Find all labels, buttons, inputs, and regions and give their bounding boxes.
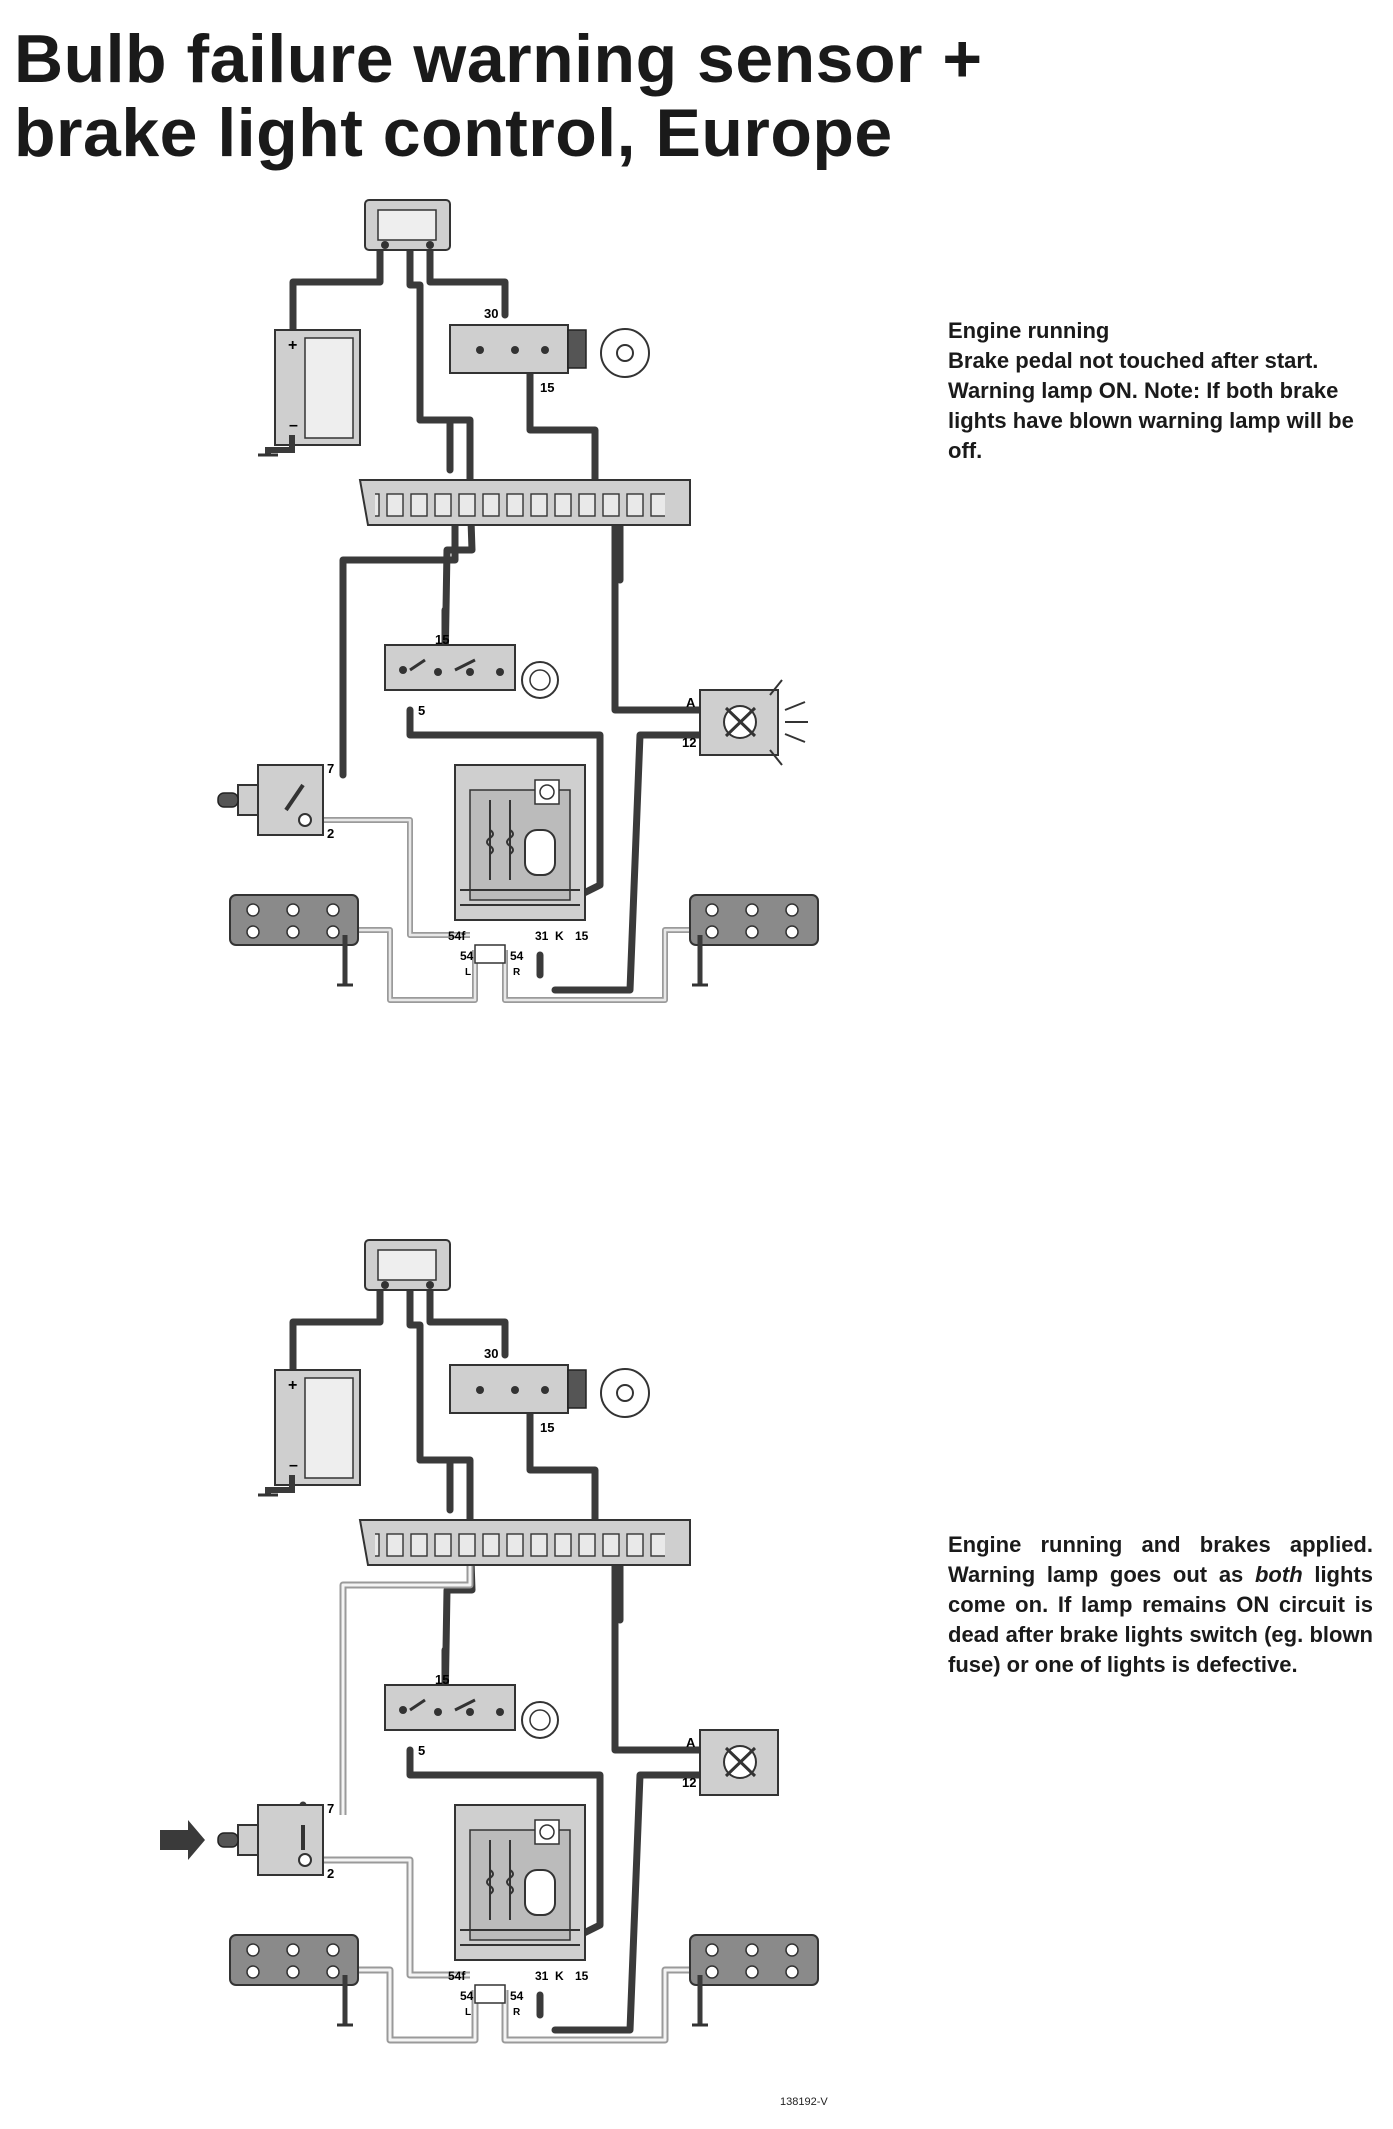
label-terminal-54f: 54f (448, 929, 466, 943)
label-side-R: R (513, 2007, 521, 2018)
label-terminal-15-sensor: 15 (575, 929, 589, 943)
wire-fusebox-link (416, 416, 454, 474)
fusebox (358, 479, 691, 526)
caption-bottom-emphasis: both (1254, 1562, 1303, 1587)
caption-top-body: Brake pedal not touched after start. War… (948, 348, 1354, 463)
brake-light-switch: 7 2 (217, 761, 334, 841)
caption-brakes-applied: Engine running and brakes applied. Warni… (948, 1530, 1373, 1680)
label-terminal-A: A (686, 695, 696, 710)
wire-main-feed (406, 246, 476, 674)
warning-lamp: A 12 (682, 679, 808, 766)
svg-text:+: + (288, 337, 297, 354)
wiring-diagram-brakes-applied: + – 30 15 15 5 A 12 (160, 1239, 819, 2044)
label-side-L: L (465, 2007, 471, 2018)
label-terminal-15-light: 15 (435, 1672, 449, 1687)
label-terminal-54f: 54f (448, 1969, 466, 1983)
light-switch: 15 5 (384, 632, 559, 718)
title-line-1: Bulb failure warning sensor + (14, 21, 983, 97)
wire-fusebox-to-lamp-A (611, 516, 704, 714)
ignition-switch: 30 15 (449, 306, 650, 395)
wire-ignition-to-switch-30 (426, 241, 509, 319)
fusebox (358, 1519, 691, 1566)
label-terminal-54-right: 54 (510, 949, 524, 963)
left-tail-light (229, 1934, 359, 2027)
page-title: Bulb failure warning sensor + brake ligh… (14, 22, 983, 170)
label-side-L: L (465, 967, 471, 978)
caption-top-heading: Engine running (948, 318, 1110, 343)
label-terminal-30: 30 (484, 306, 498, 321)
wiring-diagram-engine-running: + – 30 15 15 5 A 12 (217, 199, 819, 1003)
label-terminal-2: 2 (327, 826, 334, 841)
live-wires (289, 241, 704, 994)
brake-light-switch: 7 2 (217, 1801, 334, 1881)
label-terminal-54-left: 54 (460, 1989, 474, 2003)
ignition-switch: 30 15 (449, 1346, 650, 1435)
label-terminal-7: 7 (327, 761, 334, 776)
svg-text:+: + (288, 1377, 297, 1394)
bulb-failure-sensor: 54f 31 K 15 54 54 L R (448, 1804, 589, 2018)
label-terminal-15-ignition: 15 (540, 380, 554, 395)
bulb-failure-sensor: 54f 31 K 15 54 54 L R (448, 764, 589, 978)
right-tail-light (689, 1934, 819, 2027)
warning-lamp: A 12 (682, 1729, 779, 1796)
label-terminal-5: 5 (418, 703, 425, 718)
wire-lamp-12-to-sensor-K (551, 731, 704, 994)
wire-light-switch-5-to-sensor (406, 706, 604, 899)
label-terminal-15-sensor: 15 (575, 1969, 589, 1983)
label-terminal-K: K (555, 929, 564, 943)
label-terminal-12: 12 (682, 735, 696, 750)
label-terminal-K: K (555, 1969, 564, 1983)
caption-bottom-text-1: Engine running and brakes applied. Warni… (948, 1532, 1373, 1587)
right-tail-light (689, 894, 819, 987)
label-terminal-31: 31 (535, 1969, 549, 1983)
label-terminal-15-light: 15 (435, 632, 449, 647)
label-terminal-31: 31 (535, 929, 549, 943)
label-terminal-54-right: 54 (510, 1989, 524, 2003)
title-line-2: brake light control, Europe (14, 95, 893, 171)
left-tail-light (229, 894, 359, 987)
label-terminal-15-ignition: 15 (540, 1420, 554, 1435)
figure-reference: 138192-V (780, 2096, 828, 2108)
label-terminal-54-left: 54 (460, 949, 474, 963)
label-terminal-2: 2 (327, 1866, 334, 1881)
caption-bottom-text-2: lights come on. If lamp remains ON circu… (948, 1562, 1373, 1677)
ignition-relay (364, 1239, 451, 1291)
svg-text:–: – (289, 1457, 298, 1474)
ignition-relay (364, 199, 451, 251)
wire-ignition-to-battery (289, 241, 384, 334)
label-side-R: R (513, 967, 521, 978)
caption-engine-running: Engine running Brake pedal not touched a… (948, 316, 1373, 466)
light-switch: 15 5 (384, 1672, 559, 1758)
label-terminal-7: 7 (327, 1801, 334, 1816)
svg-text:–: – (289, 417, 298, 434)
caption-bottom-body: Engine running and brakes applied. Warni… (948, 1530, 1373, 1680)
battery: + – (258, 1369, 361, 1497)
label-terminal-30: 30 (484, 1346, 498, 1361)
label-terminal-5: 5 (418, 1743, 425, 1758)
label-terminal-A: A (686, 1735, 696, 1750)
brake-pedal-arrow-icon (160, 1820, 205, 1860)
battery: + – (258, 329, 361, 457)
label-terminal-12: 12 (682, 1775, 696, 1790)
wire-fusebox-to-brake-switch-7 (339, 501, 459, 779)
